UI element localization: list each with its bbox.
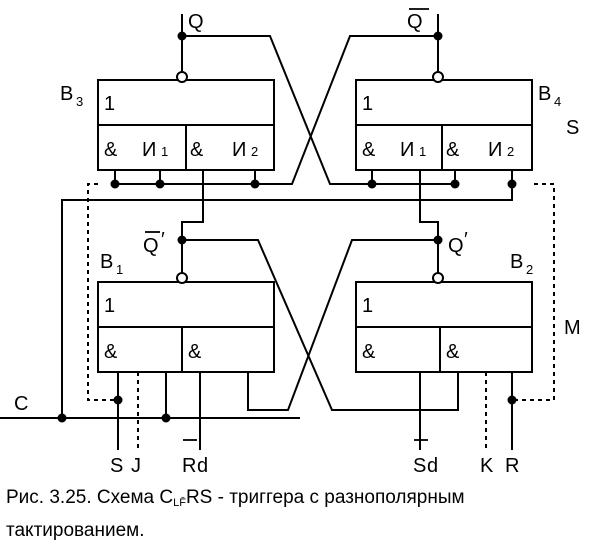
clock-and-input-wiring xyxy=(0,184,513,450)
label-q-prime: Q xyxy=(448,235,464,257)
label-q-prime-bar-mark: ′ xyxy=(161,229,165,251)
block-b3 xyxy=(97,79,275,171)
top-output-wiring xyxy=(114,14,513,185)
b2-cell-and-b: & xyxy=(446,341,460,363)
label-b3: B xyxy=(60,83,73,105)
b3-cell-i2: И xyxy=(232,139,246,161)
overbars xyxy=(145,8,429,441)
b4-cell-i1: И xyxy=(400,139,414,161)
label-q: Q xyxy=(188,11,204,33)
caption-line-1-subscript: LF̄ xyxy=(173,497,186,509)
b4-cell-i2-index: 2 xyxy=(507,144,514,159)
input-label-k: K xyxy=(480,455,494,477)
trigger-schematic: Q Q Q ′ Q ′ B 3 B 4 B 1 B 2 1 & И 1 & И … xyxy=(0,8,581,477)
label-b1-index: 1 xyxy=(116,262,123,277)
b3-cell-and-a: & xyxy=(104,139,118,161)
label-s-side: S xyxy=(566,117,579,139)
block-b2 xyxy=(355,281,533,373)
label-c: C xyxy=(14,393,28,415)
b2-cell-and-a: & xyxy=(362,341,376,363)
figure-caption: Рис. 3.25. Схема CLF̄RS - триггера с раз… xyxy=(6,484,586,544)
b1-cell-and-a: & xyxy=(104,341,118,363)
block-b1 xyxy=(97,281,275,373)
label-q-bar: Q xyxy=(407,11,423,33)
caption-line-1: Рис. 3.25. Схема CLF̄RS - триггера с раз… xyxy=(6,484,586,517)
input-label-rd-index: d xyxy=(197,455,208,477)
input-label-r: R xyxy=(505,455,519,477)
b4-cell-and-a: & xyxy=(362,139,376,161)
b3-cell-i2-index: 2 xyxy=(251,144,258,159)
label-b1: B xyxy=(100,251,113,273)
b3-cell-1: 1 xyxy=(104,93,115,115)
b3-cell-and-b: & xyxy=(190,139,204,161)
label-q-prime-mark: ′ xyxy=(464,229,468,251)
caption-line-2: тактированием. xyxy=(6,520,145,541)
input-label-sd-index: d xyxy=(427,455,438,477)
b4-cell-and-b: & xyxy=(446,139,460,161)
input-label-sd: S xyxy=(413,455,426,477)
label-m: M xyxy=(564,317,581,339)
label-b4: B xyxy=(538,83,551,105)
b3-cell-i1: И xyxy=(142,139,156,161)
b2-cell-1: 1 xyxy=(362,295,373,317)
b1-cell-and-b: & xyxy=(188,341,202,363)
input-label-rd: R xyxy=(182,455,196,477)
b4-cell-1: 1 xyxy=(362,93,373,115)
label-q-prime-bar: Q xyxy=(143,235,159,257)
caption-line-1-before: Рис. 3.25. Схема C xyxy=(6,487,174,508)
input-label-j: J xyxy=(131,455,141,477)
block-b4 xyxy=(355,79,533,171)
b4-cell-i1-index: 1 xyxy=(419,144,426,159)
label-b2-index: 2 xyxy=(526,262,533,277)
inversion-bubbles xyxy=(176,71,444,284)
caption-line-1-after: RS - триггера с разнополярным xyxy=(185,487,465,508)
label-b3-index: 3 xyxy=(76,94,83,109)
input-label-s: S xyxy=(110,455,123,477)
b4-cell-i2: И xyxy=(488,139,502,161)
label-b2: B xyxy=(510,251,523,273)
dashed-jk-wiring xyxy=(87,183,555,450)
b3-cell-i1-index: 1 xyxy=(161,144,168,159)
inter-stage-wiring xyxy=(181,170,459,411)
b1-cell-1: 1 xyxy=(104,295,115,317)
label-b4-index: 4 xyxy=(554,94,561,109)
junction-dots xyxy=(57,31,517,423)
